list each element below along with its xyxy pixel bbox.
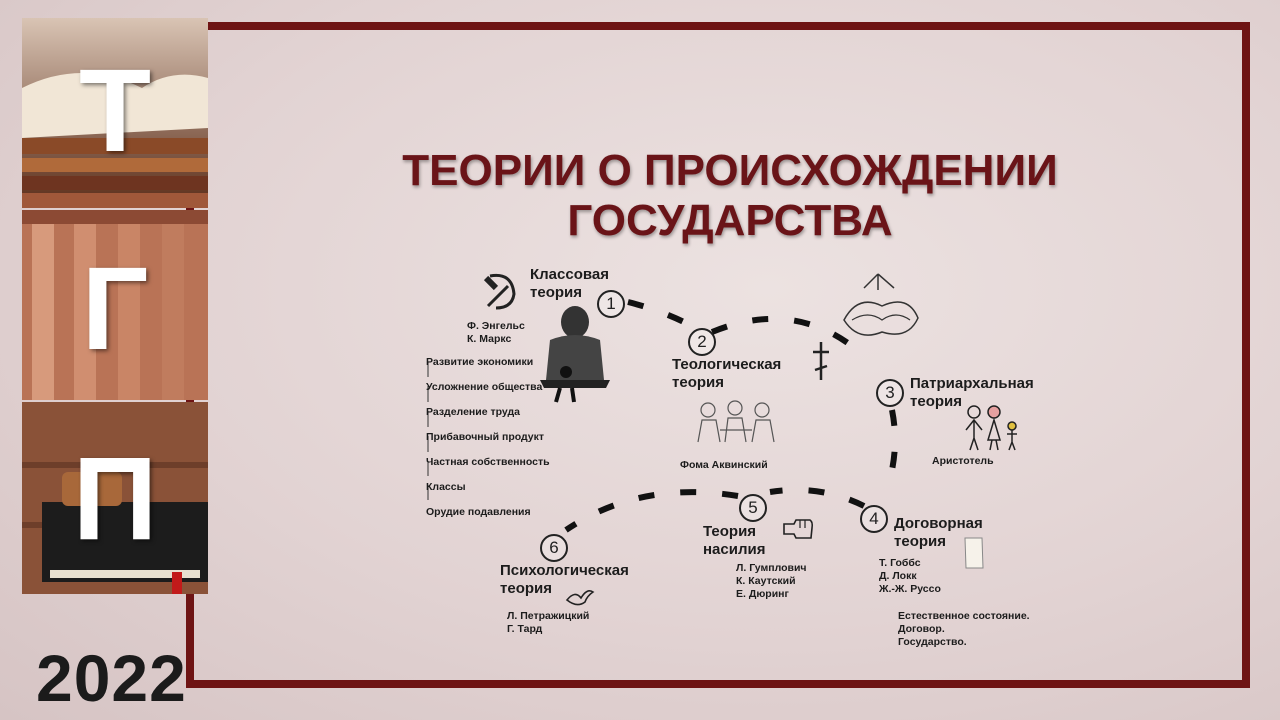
- contract-notes: Естественное состояние. Договор. Государ…: [898, 610, 1030, 648]
- theory-2-number: 2: [688, 328, 716, 356]
- class-chain: Развитие экономики Усложнение общества Р…: [426, 356, 550, 518]
- arc-5-6: [564, 489, 739, 533]
- theory-5-number: 5: [739, 494, 767, 522]
- theory-2-authors: Фома Аквинский: [680, 459, 768, 471]
- theory-1-authors: Ф. Энгельс К. Маркс: [467, 320, 525, 345]
- columns-image: [22, 210, 208, 400]
- arc-4-5: [769, 486, 866, 509]
- side-letter-p: П: [72, 433, 158, 565]
- theory-6-authors: Л. Петражицкий Г. Тард: [507, 610, 590, 635]
- year-label: 2022: [36, 641, 187, 715]
- theory-3-authors: Аристотель: [932, 455, 994, 467]
- capitalist-illustration: [540, 306, 610, 403]
- theory-1-title: Классовая теория: [530, 266, 609, 301]
- saints-illustration: [697, 400, 775, 443]
- title-line-1: ТЕОРИИ О ПРОИСХОЖДЕНИИ: [402, 146, 1058, 195]
- books-image: [22, 18, 208, 208]
- theory-4-title: Договорная теория: [894, 515, 983, 550]
- theory-3-title: Патриархальная теория: [910, 375, 1034, 410]
- arc-3-4: [889, 409, 898, 471]
- theory-1-number: 1: [597, 290, 625, 318]
- theory-4-authors: Т. Гоббс Д. Локк Ж.-Ж. Руссо: [879, 557, 941, 595]
- side-letter-t: Т: [78, 45, 152, 177]
- fist-icon: [783, 519, 814, 539]
- creation-illustration: [843, 273, 919, 336]
- side-panel-gavel: П: [22, 402, 208, 594]
- arc-1-2: [627, 299, 690, 327]
- cross-icon: [813, 342, 829, 380]
- bird-icon: [565, 590, 595, 606]
- side-panel-building: Г: [22, 210, 208, 400]
- theory-6-title: Психологическая теория: [500, 562, 629, 597]
- theory-4-number: 4: [860, 505, 888, 533]
- hammer-sickle-icon: [483, 273, 516, 310]
- theory-2-title: Теологическая теория: [672, 356, 782, 391]
- theory-6-number: 6: [540, 534, 568, 562]
- theory-5-title: Теория насилия: [703, 523, 766, 558]
- side-letter-g: Г: [81, 243, 149, 375]
- page-title: ТЕОРИИ О ПРОИСХОЖДЕНИИ ГОСУДАРСТВА: [330, 146, 1130, 246]
- title-line-2: ГОСУДАРСТВА: [567, 196, 893, 245]
- theory-3-number: 3: [876, 379, 904, 407]
- side-panel-books: Т: [22, 18, 208, 208]
- theory-5-authors: Л. Гумплович К. Каутский Е. Дюринг: [736, 562, 807, 600]
- gavel-image: [22, 402, 208, 594]
- arc-2-3: [710, 315, 854, 349]
- family-icon: [965, 405, 1017, 451]
- scroll-icon: [964, 537, 984, 569]
